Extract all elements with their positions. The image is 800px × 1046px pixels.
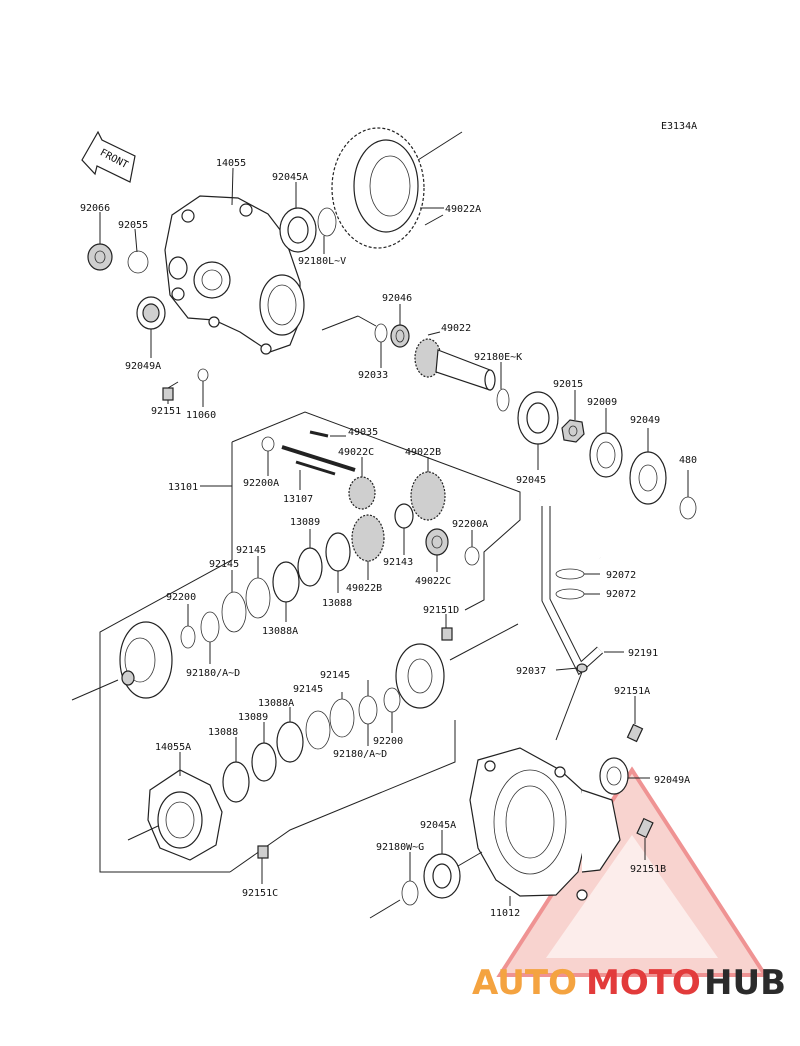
label-11012: 11012 bbox=[490, 908, 520, 919]
label-13088A-low: 13088A bbox=[258, 698, 294, 709]
label-92151A: 92151A bbox=[614, 686, 650, 697]
watermark-text: AUTO MOTO HUB bbox=[472, 963, 786, 1003]
gear-49022C-top bbox=[348, 476, 376, 510]
oring-92055 bbox=[127, 250, 149, 274]
housing-14055A bbox=[147, 769, 223, 861]
label-14055A: 14055A bbox=[155, 742, 191, 753]
diff-case-right bbox=[395, 643, 445, 709]
label-92143: 92143 bbox=[383, 557, 413, 568]
gear-49022B-top bbox=[410, 471, 446, 521]
label-92045: 92045 bbox=[516, 475, 546, 486]
label-92151C: 92151C bbox=[242, 888, 278, 899]
label-92145-a: 92145 bbox=[236, 545, 266, 556]
breather-hose bbox=[537, 493, 604, 741]
label-49022C-top: 49022C bbox=[338, 447, 374, 458]
label-13088A-top: 13088A bbox=[262, 626, 298, 637]
label-13107: 13107 bbox=[283, 494, 313, 505]
bolt-92151 bbox=[162, 387, 174, 401]
circlip-480 bbox=[679, 496, 697, 520]
label-49022A: 49022A bbox=[445, 204, 481, 215]
label-92066: 92066 bbox=[80, 203, 110, 214]
ring-gear-49022A bbox=[331, 127, 425, 249]
nut-92015 bbox=[561, 419, 585, 443]
label-92180LV: 92180L~V bbox=[298, 256, 346, 267]
label-92180EK: 92180E~K bbox=[474, 352, 522, 363]
nut-92066 bbox=[87, 243, 113, 271]
label-49022: 49022 bbox=[441, 323, 471, 334]
label-92145-d: 92145 bbox=[293, 684, 323, 695]
label-49035: 49035 bbox=[348, 427, 378, 438]
label-13089-low: 13089 bbox=[238, 712, 268, 723]
label-92046: 92046 bbox=[382, 293, 412, 304]
pinion-49022 bbox=[414, 338, 496, 391]
label-92009: 92009 bbox=[587, 397, 617, 408]
circlip-92033 bbox=[374, 323, 388, 343]
label-13089-top: 13089 bbox=[290, 517, 320, 528]
watermark-brand-auto: AUTO bbox=[472, 963, 577, 1003]
label-13088: 13088 bbox=[322, 598, 352, 609]
differential-group bbox=[71, 411, 521, 873]
label-49022B-top: 49022B bbox=[405, 447, 441, 458]
label-92145-b: 92145 bbox=[209, 559, 239, 570]
label-92049: 92049 bbox=[630, 415, 660, 426]
label-92072-b: 92072 bbox=[606, 589, 636, 600]
front-arrow-icon: FRONT bbox=[81, 130, 136, 183]
diagram-code: E3134A bbox=[661, 121, 697, 132]
label-92055: 92055 bbox=[118, 220, 148, 231]
washer-11060 bbox=[197, 368, 209, 382]
shim-92180EK bbox=[496, 388, 510, 412]
label-480: 480 bbox=[679, 455, 697, 466]
part-labels: 14055 92045A 92066 92055 49022A 92180L~V… bbox=[80, 158, 697, 919]
label-14055: 14055 bbox=[216, 158, 246, 169]
label-92180AD-low: 92180/A~D bbox=[333, 749, 387, 760]
part-92009 bbox=[589, 432, 623, 478]
label-92045A: 92045A bbox=[272, 172, 308, 183]
leader-lines bbox=[99, 167, 689, 906]
label-92200A-mid: 92200A bbox=[452, 519, 488, 530]
label-49022B-mid: 49022B bbox=[346, 583, 382, 594]
label-11060: 11060 bbox=[186, 410, 216, 421]
label-92151D: 92151D bbox=[423, 605, 459, 616]
final-gear-case-11012 bbox=[369, 723, 654, 919]
label-92145-c: 92145 bbox=[320, 670, 350, 681]
label-92072-a: 92072 bbox=[606, 570, 636, 581]
label-92180WG: 92180W~G bbox=[376, 842, 424, 853]
label-92151: 92151 bbox=[151, 406, 181, 417]
upper-housing-group bbox=[87, 127, 697, 520]
label-92037: 92037 bbox=[516, 666, 546, 677]
label-92015: 92015 bbox=[553, 379, 583, 390]
label-92200-low: 92200 bbox=[373, 736, 403, 747]
label-92045A-low: 92045A bbox=[420, 820, 456, 831]
label-92049A-low: 92049A bbox=[654, 775, 690, 786]
label-92151B: 92151B bbox=[630, 864, 666, 875]
seal-92049 bbox=[629, 451, 667, 505]
shim-92180LV bbox=[317, 207, 337, 237]
label-92180AD-top: 92180/A~D bbox=[186, 668, 240, 679]
label-92033: 92033 bbox=[358, 370, 388, 381]
label-92191: 92191 bbox=[628, 648, 658, 659]
watermark-brand-moto: MOTO bbox=[586, 963, 701, 1003]
label-49022C-mid: 49022C bbox=[415, 576, 451, 587]
diff-case-left bbox=[119, 621, 173, 699]
watermark-brand-hub: HUB bbox=[704, 963, 786, 1003]
label-13101: 13101 bbox=[168, 482, 198, 493]
bearing-92046 bbox=[390, 324, 410, 348]
label-13088-low: 13088 bbox=[208, 727, 238, 738]
label-92049A-top: 92049A bbox=[125, 361, 161, 372]
label-92200-left: 92200 bbox=[166, 592, 196, 603]
label-92200A-top: 92200A bbox=[243, 478, 279, 489]
